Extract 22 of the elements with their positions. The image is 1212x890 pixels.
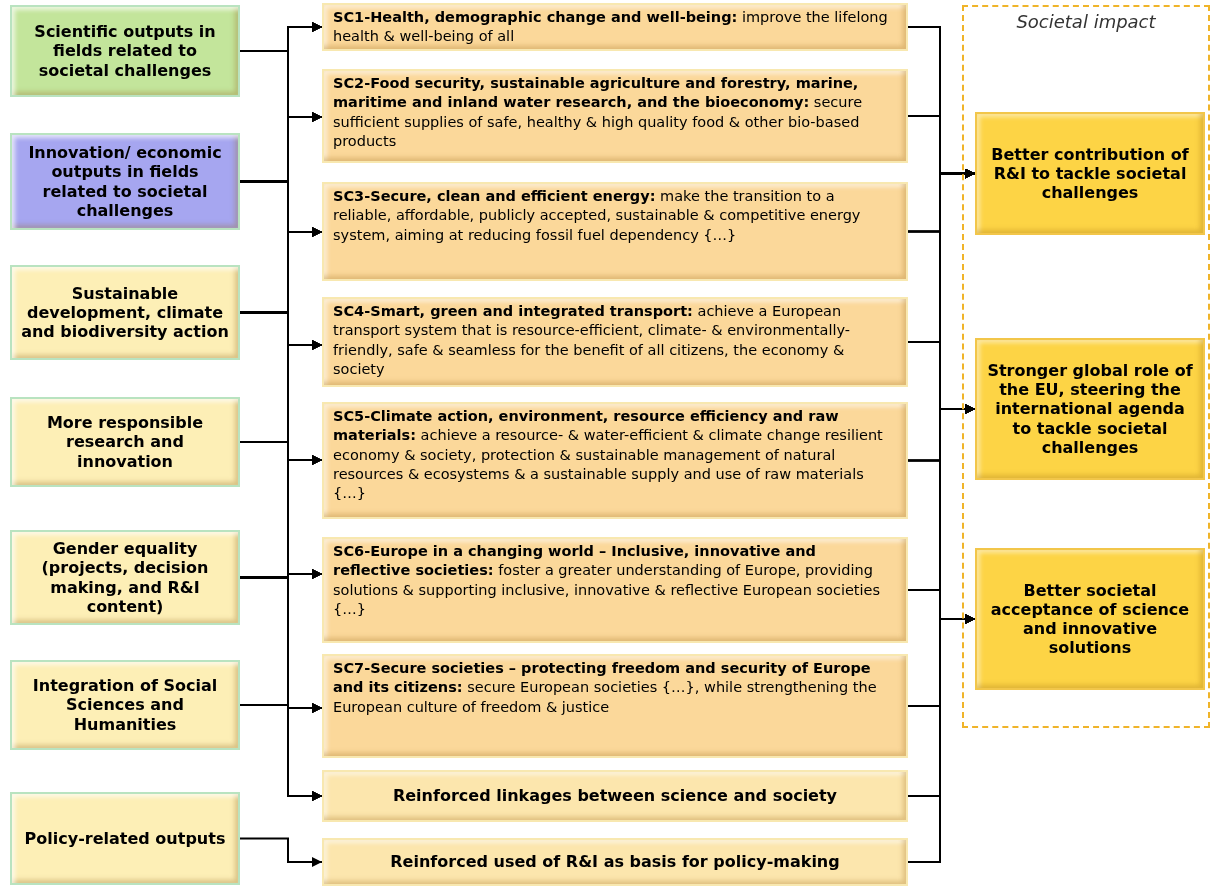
challenge-box: SC2-Food security, sustainable agriculture and forestry, marine, maritime and inland water research, and the bioeconomy: secure sufficient supplies of safe, healthy & high quality food & other bio-based products — [322, 69, 908, 163]
impact-box: Better societal acceptance of science and innovative solutions — [975, 548, 1205, 690]
outcome-box: Reinforced used of R&I as basis for policy-making — [322, 838, 908, 886]
output-box: Innovation/ economic outputs in fields related to societal challenges — [10, 133, 240, 230]
challenge-box: SC3-Secure, clean and efficient energy: make the transition to a reliable, affordable, publicly accepted, sustainable & competitive energy system, aiming at reducing fossil fuel dependency {…} — [322, 182, 908, 281]
outcome-box: Reinforced linkages between science and society — [322, 770, 908, 822]
challenge-box: SC7-Secure societies – protecting freedom and security of Europe and its citizens: secure European societies {…}, while strengthening the European culture of freedom & justice — [322, 654, 908, 758]
output-box: Gender equality (projects, decision making, and R&I content) — [10, 530, 240, 625]
impact-group — [962, 5, 1210, 728]
challenge-box: SC4-Smart, green and integrated transport: achieve a European transport system that is resource-efficient, climate- & environmentally-friendly, safe & seamless for the benefit of all citizens, the economy & society — [322, 297, 908, 387]
output-box: Policy-related outputs — [10, 792, 240, 885]
challenge-box: SC1-Health, demographic change and well-being: improve the lifelong health & well-being of all — [322, 3, 908, 51]
output-box: Scientific outputs in fields related to societal challenges — [10, 5, 240, 97]
challenge-box: SC6-Europe in a changing world – Inclusive, innovative and reflective societies: foster a greater understanding of Europe, providing solutions & supporting inclusive, innovative & reflective European societies {…} — [322, 537, 908, 643]
output-box: Sustainable development, climate and biodiversity action — [10, 265, 240, 360]
output-box: More responsible research and innovation — [10, 397, 240, 487]
arrow — [239, 837, 323, 867]
group-title: Societal impact — [1015, 11, 1157, 32]
challenge-box: SC5-Climate action, environment, resource efficiency and raw materials: achieve a resource- & water-efficient & climate change resilient economy & society, protection & sustainable management of natural resources & ecosystems & a sustainable supply and use of raw materials {…} — [322, 402, 908, 519]
impact-box: Better contribution of R&I to tackle societal challenges — [975, 112, 1205, 235]
output-box: Integration of Social Sciences and Humanities — [10, 660, 240, 750]
impact-box: Stronger global role of the EU, steering the international agenda to tackle societal challenges — [975, 338, 1205, 480]
